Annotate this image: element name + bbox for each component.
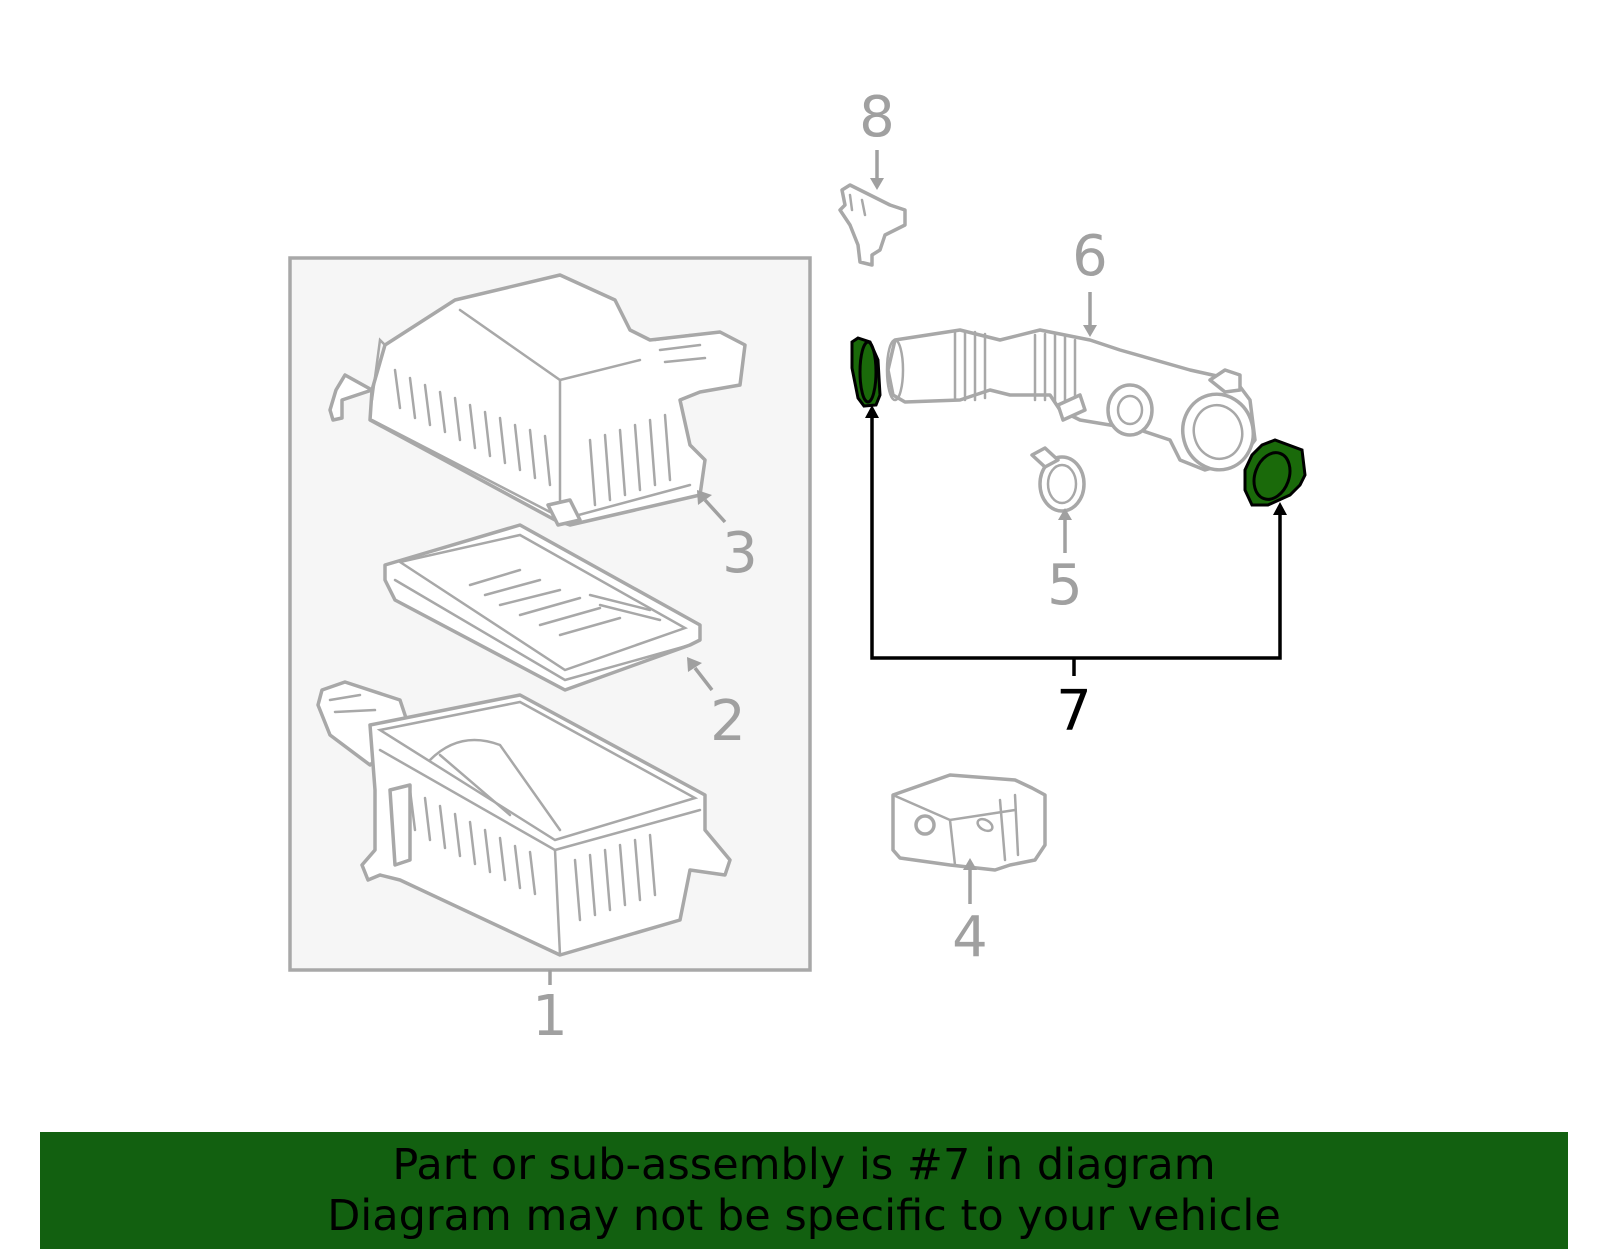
hose-clamp-drawing bbox=[1030, 446, 1086, 513]
highlighted-part-7 bbox=[850, 336, 1307, 507]
banner-line-1: Part or sub-assembly is #7 in diagram bbox=[392, 1139, 1216, 1190]
leader-lines bbox=[548, 150, 1287, 985]
air-cleaner-case-drawing bbox=[316, 680, 732, 957]
info-banner: Part or sub-assembly is #7 in diagram Di… bbox=[40, 1132, 1568, 1249]
callout-4: 4 bbox=[952, 905, 988, 970]
adapter-drawing bbox=[891, 773, 1047, 872]
callout-5: 5 bbox=[1047, 553, 1083, 618]
intake-hose-drawing bbox=[885, 328, 1257, 472]
hose-clamp-left-outline bbox=[858, 340, 878, 404]
air-cleaner-cover-drawing bbox=[328, 273, 747, 527]
callout-1: 1 bbox=[532, 984, 568, 1049]
callout-7: 7 bbox=[1056, 679, 1092, 744]
callout-8: 8 bbox=[859, 85, 895, 150]
hose-clamp-right-outline bbox=[1252, 451, 1292, 501]
callout-2: 2 bbox=[710, 689, 746, 754]
callout-3: 3 bbox=[722, 521, 758, 586]
hose-clamp-right-highlight bbox=[1243, 438, 1307, 507]
air-filter-drawing bbox=[383, 523, 702, 692]
callout-6: 6 bbox=[1072, 224, 1108, 289]
sensor-drawing bbox=[838, 183, 907, 267]
banner-line-2: Diagram may not be specific to your vehi… bbox=[327, 1190, 1281, 1241]
hose-clamp-left-highlight bbox=[850, 336, 882, 408]
